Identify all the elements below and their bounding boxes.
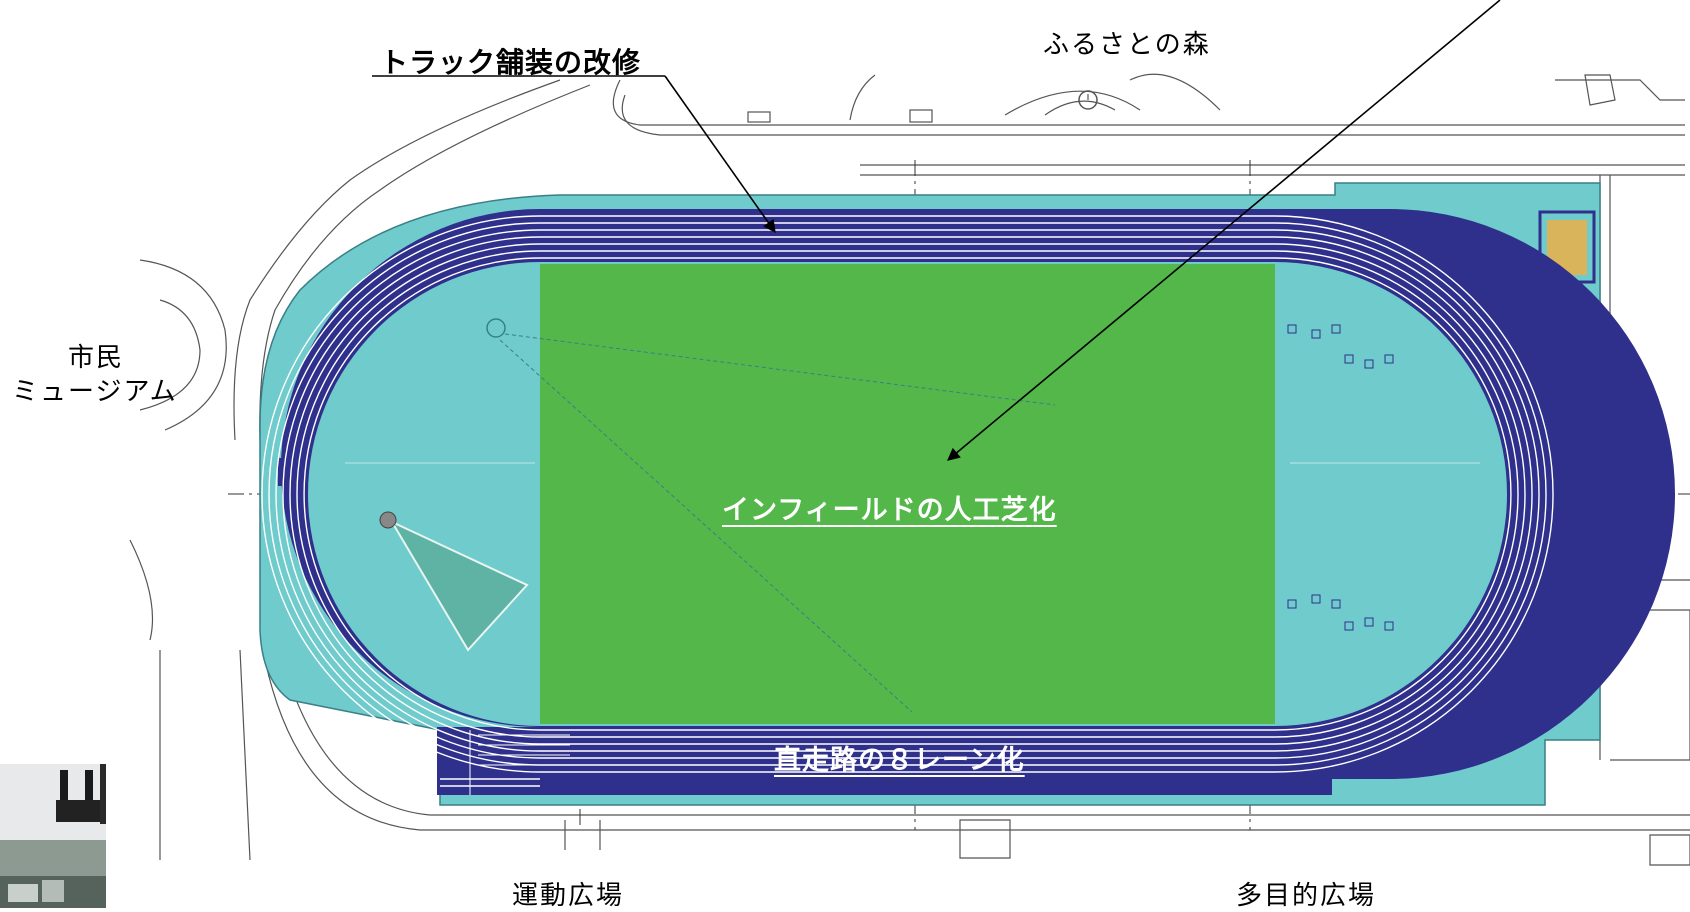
callout-infield-turf: インフィールドの人工芝化 <box>722 495 1057 526</box>
label-museum-line2: ミュージアム <box>12 377 178 407</box>
label-museum-line1: 市民 <box>68 343 125 373</box>
label-forest: ふるさとの森 <box>1043 30 1211 60</box>
label-multipurpose-plaza: 多目的広場 <box>1236 881 1377 911</box>
callout-track-paving: トラック舗装の改修 <box>380 46 642 79</box>
callout-arrows <box>372 0 1501 461</box>
running-track <box>281 209 1675 795</box>
construction-photo <box>0 764 106 908</box>
infield-turf <box>540 264 1275 724</box>
label-sports-plaza: 運動広場 <box>512 881 625 911</box>
start-markings <box>469 730 570 795</box>
clock-icon <box>1078 90 1098 110</box>
hurdle-marks <box>1287 324 1394 631</box>
throwing-area <box>345 318 1480 713</box>
lane-lines <box>261 215 1554 787</box>
callout-straight-8lane: 直走路の８レーン化 <box>774 745 1025 776</box>
site-linework <box>129 73 1690 866</box>
